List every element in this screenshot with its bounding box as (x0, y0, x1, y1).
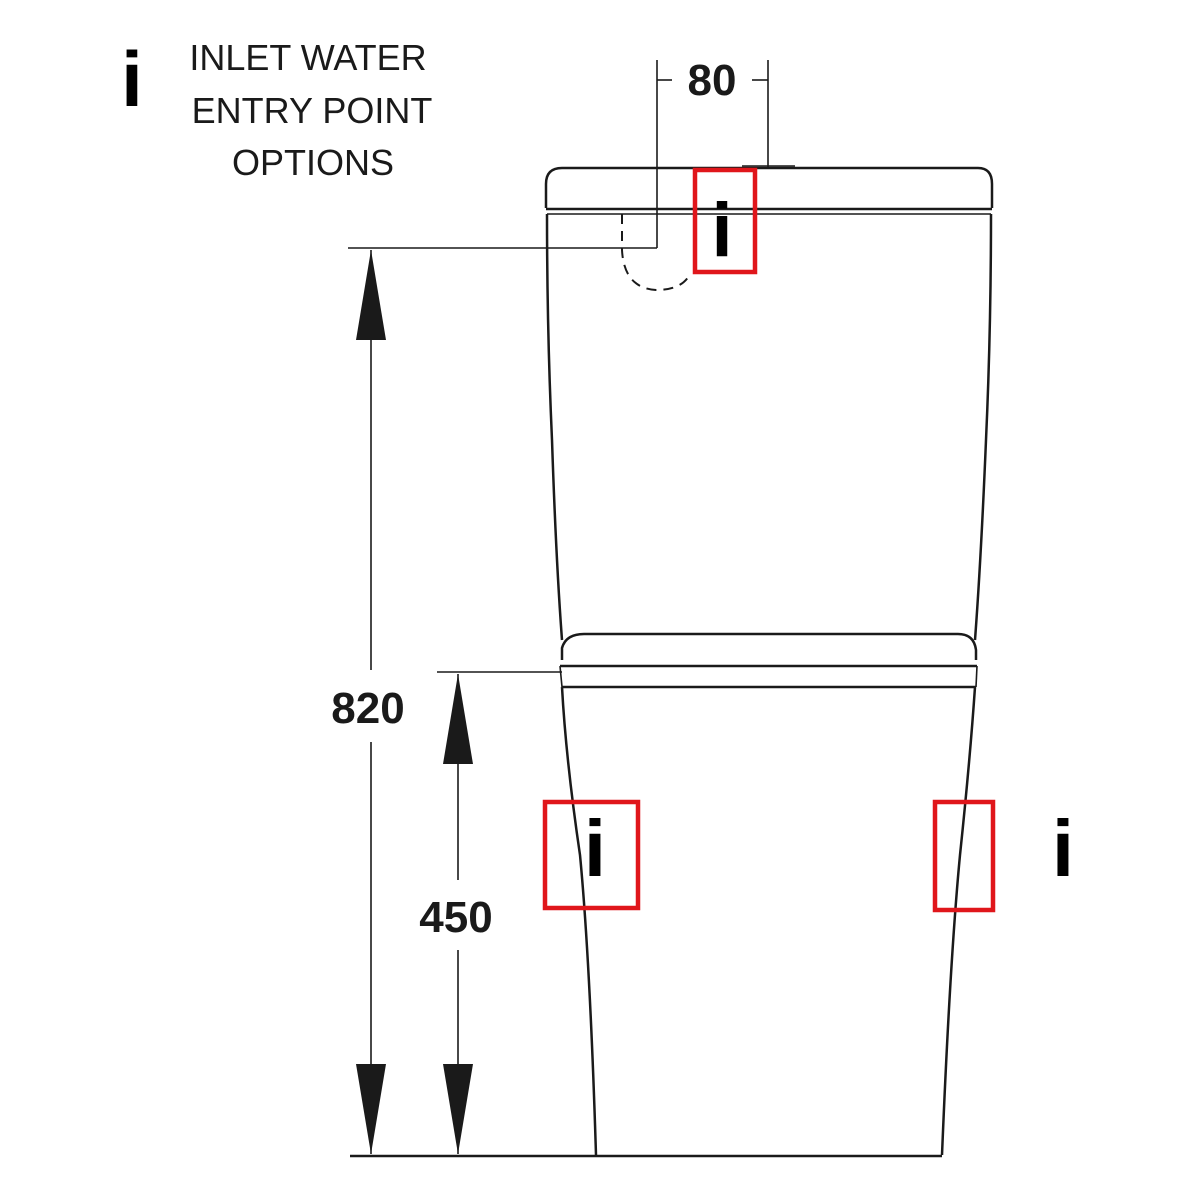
inlet-marker-right-box (932, 799, 996, 913)
inlet-marker-right: i (932, 799, 1074, 913)
seat-height-label: 450 (419, 893, 492, 942)
inlet-top-info-icon: i (711, 188, 732, 273)
cistern (544, 166, 994, 641)
overall-height-label: 820 (331, 684, 404, 733)
pan-right-side (940, 686, 977, 1156)
inlet-marker-top-box (692, 167, 758, 275)
legend-line-1: INLET WATER (189, 37, 426, 78)
seat-height-dimension: 450 (419, 671, 562, 1154)
seat-top (560, 632, 978, 660)
cistern-lid (544, 166, 994, 208)
seat-right-edge (975, 665, 978, 688)
inlet-marker-top: i (692, 167, 758, 275)
inlet-offset-dimension: 80 (656, 56, 795, 248)
overall-height-arrow-up (356, 250, 386, 340)
inlet-valve-dashed (621, 214, 691, 292)
inlet-marker-left-box (542, 799, 641, 911)
legend-info-icon: i (121, 35, 143, 123)
inlet-left-info-icon: i (584, 804, 606, 893)
pan-left-side (560, 686, 598, 1156)
legend: i INLET WATER ENTRY POINT OPTIONS (121, 35, 432, 183)
overall-height-dimension: 820 (331, 247, 657, 1154)
pan (559, 632, 978, 1156)
seat-height-arrow-up (443, 674, 473, 764)
seat-height-arrow-down (443, 1064, 473, 1154)
seat-left-edge (559, 665, 563, 688)
inlet-right-info-icon: i (1052, 804, 1074, 893)
legend-line-3: OPTIONS (232, 142, 394, 183)
legend-line-2: ENTRY POINT (192, 90, 433, 131)
cistern-right-side (973, 213, 993, 641)
overall-height-arrow-down (356, 1064, 386, 1154)
inlet-marker-left: i (542, 799, 641, 911)
cistern-left-side (545, 213, 564, 641)
inlet-offset-label: 80 (688, 56, 737, 105)
